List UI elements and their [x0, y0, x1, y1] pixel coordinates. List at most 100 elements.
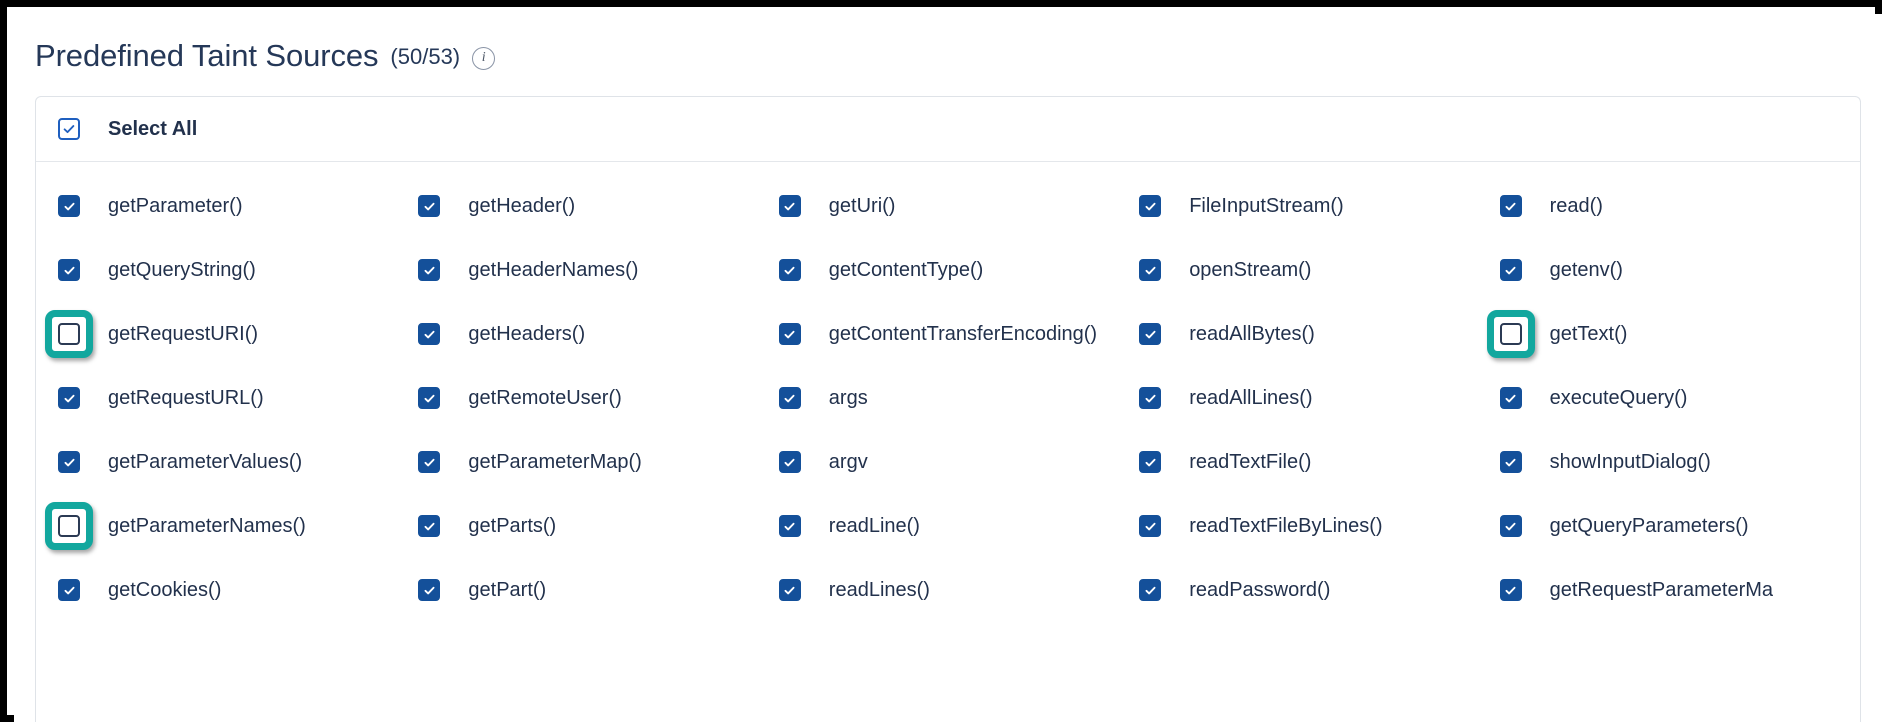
taint-source-option[interactable]: getHeaderNames()	[418, 238, 778, 302]
taint-source-label: readAllLines()	[1189, 386, 1313, 409]
taint-source-option[interactable]: getRemoteUser()	[418, 366, 778, 430]
taint-source-checkbox[interactable]	[58, 323, 80, 345]
taint-source-option[interactable]: executeQuery()	[1499, 366, 1860, 430]
checkmark-icon	[1145, 522, 1156, 530]
taint-source-option[interactable]: getText()	[1486, 302, 1860, 366]
select-all-checkbox[interactable]	[58, 118, 80, 140]
taint-sources-page: Predefined Taint Sources (50/53) i Selec…	[14, 14, 1882, 722]
info-icon[interactable]: i	[472, 46, 496, 70]
taint-source-option[interactable]: getContentTransferEncoding()	[778, 302, 1139, 366]
taint-source-checkbox[interactable]	[1499, 195, 1522, 217]
taint-source-label: getPart()	[468, 578, 547, 601]
info-icon-glyph: i	[481, 49, 486, 65]
taint-source-checkbox[interactable]	[1139, 451, 1162, 473]
taint-source-option[interactable]: getenv()	[1499, 238, 1860, 302]
taint-source-checkbox[interactable]	[1139, 259, 1162, 281]
taint-source-option[interactable]: readPassword()	[1139, 558, 1499, 622]
taint-source-checkbox[interactable]	[1499, 387, 1522, 409]
taint-source-option[interactable]: getParameterMap()	[418, 430, 778, 494]
taint-source-option[interactable]: FileInputStream()	[1139, 174, 1499, 238]
taint-sources-grid: getParameter() getHeader()getUri() FileInp…	[36, 162, 1860, 622]
checkmark-icon	[1145, 586, 1156, 594]
taint-source-checkbox[interactable]	[418, 323, 441, 345]
taint-source-option[interactable]: getRequestURI()	[45, 302, 418, 366]
taint-source-option[interactable]: readAllLines()	[1139, 366, 1499, 430]
taint-source-checkbox[interactable]	[1139, 195, 1162, 217]
taint-source-option[interactable]: args	[778, 366, 1139, 430]
taint-source-option[interactable]: getUri()	[778, 174, 1139, 238]
taint-source-checkbox[interactable]	[1499, 323, 1522, 345]
taint-source-checkbox[interactable]	[778, 451, 801, 473]
taint-source-checkbox[interactable]	[778, 387, 801, 409]
taint-source-label: FileInputStream()	[1189, 194, 1344, 217]
taint-source-checkbox[interactable]	[58, 387, 80, 409]
taint-source-checkbox[interactable]	[418, 451, 441, 473]
taint-source-option[interactable]: getHeader()	[418, 174, 778, 238]
taint-source-option[interactable]: showInputDialog()	[1499, 430, 1860, 494]
checkmark-icon	[63, 125, 75, 134]
taint-source-label: getRequestParameterMa	[1549, 578, 1774, 601]
taint-source-option[interactable]: getHeaders()	[418, 302, 778, 366]
taint-source-option[interactable]: argv	[778, 430, 1139, 494]
taint-source-option[interactable]: getParts()	[418, 494, 778, 558]
taint-source-checkbox[interactable]	[1139, 387, 1162, 409]
select-all-label: Select All	[108, 117, 198, 140]
taint-source-checkbox[interactable]	[58, 515, 80, 537]
taint-source-option[interactable]: getParameterNames()	[45, 494, 418, 558]
taint-source-checkbox[interactable]	[778, 259, 801, 281]
taint-source-checkbox[interactable]	[778, 323, 801, 345]
taint-source-label: argv	[828, 450, 868, 473]
taint-source-option[interactable]: getRequestParameterMa	[1499, 558, 1860, 622]
checkmark-icon	[64, 586, 74, 594]
taint-source-checkbox[interactable]	[58, 195, 80, 217]
taint-source-checkbox[interactable]	[1139, 579, 1162, 601]
taint-source-checkbox[interactable]	[418, 579, 441, 601]
taint-source-option[interactable]: getRequestURL()	[58, 366, 418, 430]
taint-source-label: getParameter()	[108, 194, 243, 217]
taint-source-option[interactable]: openStream()	[1139, 238, 1499, 302]
taint-source-label: openStream()	[1189, 258, 1312, 281]
taint-source-checkbox[interactable]	[778, 579, 801, 601]
checkmark-icon	[784, 586, 795, 594]
taint-source-option[interactable]: readAllBytes()	[1139, 302, 1499, 366]
taint-source-checkbox[interactable]	[1499, 579, 1522, 601]
taint-source-checkbox[interactable]	[1139, 515, 1162, 537]
taint-source-label: getHeaders()	[468, 322, 586, 345]
taint-source-checkbox[interactable]	[1499, 259, 1522, 281]
taint-source-option[interactable]: getQueryParameters()	[1499, 494, 1860, 558]
taint-source-option[interactable]: getQueryString()	[58, 238, 418, 302]
taint-source-checkbox[interactable]	[418, 387, 441, 409]
taint-source-option[interactable]: readLine()	[778, 494, 1139, 558]
taint-source-checkbox[interactable]	[58, 259, 80, 281]
checkmark-icon	[424, 458, 435, 466]
taint-source-checkbox[interactable]	[418, 515, 441, 537]
taint-source-checkbox[interactable]	[1499, 451, 1522, 473]
taint-source-checkbox[interactable]	[58, 451, 80, 473]
checkmark-icon	[784, 394, 795, 402]
taint-source-label: getParameterNames()	[108, 514, 306, 537]
taint-source-label: read()	[1549, 194, 1603, 217]
taint-source-option[interactable]: readTextFileByLines()	[1139, 494, 1499, 558]
taint-source-option[interactable]: getContentType()	[778, 238, 1139, 302]
taint-source-option[interactable]: readTextFile()	[1139, 430, 1499, 494]
taint-source-option[interactable]: getParameter()	[58, 174, 418, 238]
taint-source-checkbox[interactable]	[1139, 323, 1162, 345]
taint-source-option[interactable]: readLines()	[778, 558, 1139, 622]
taint-source-option[interactable]: getParameterValues()	[58, 430, 418, 494]
taint-source-checkbox[interactable]	[778, 195, 801, 217]
select-all-row[interactable]: Select All	[36, 97, 1860, 162]
checkmark-icon	[1505, 522, 1516, 530]
checkmark-icon	[784, 458, 795, 466]
taint-source-option[interactable]: getCookies()	[58, 558, 418, 622]
taint-source-checkbox[interactable]	[58, 579, 80, 601]
taint-source-label: readAllBytes()	[1189, 322, 1315, 345]
checkmark-icon	[424, 330, 435, 338]
taint-source-option[interactable]: read()	[1499, 174, 1860, 238]
taint-source-option[interactable]: getPart()	[418, 558, 778, 622]
taint-source-checkbox[interactable]	[418, 259, 441, 281]
taint-source-checkbox[interactable]	[778, 515, 801, 537]
taint-source-checkbox[interactable]	[418, 195, 441, 217]
page-title: Predefined Taint Sources	[35, 37, 379, 73]
taint-source-checkbox[interactable]	[1499, 515, 1522, 537]
